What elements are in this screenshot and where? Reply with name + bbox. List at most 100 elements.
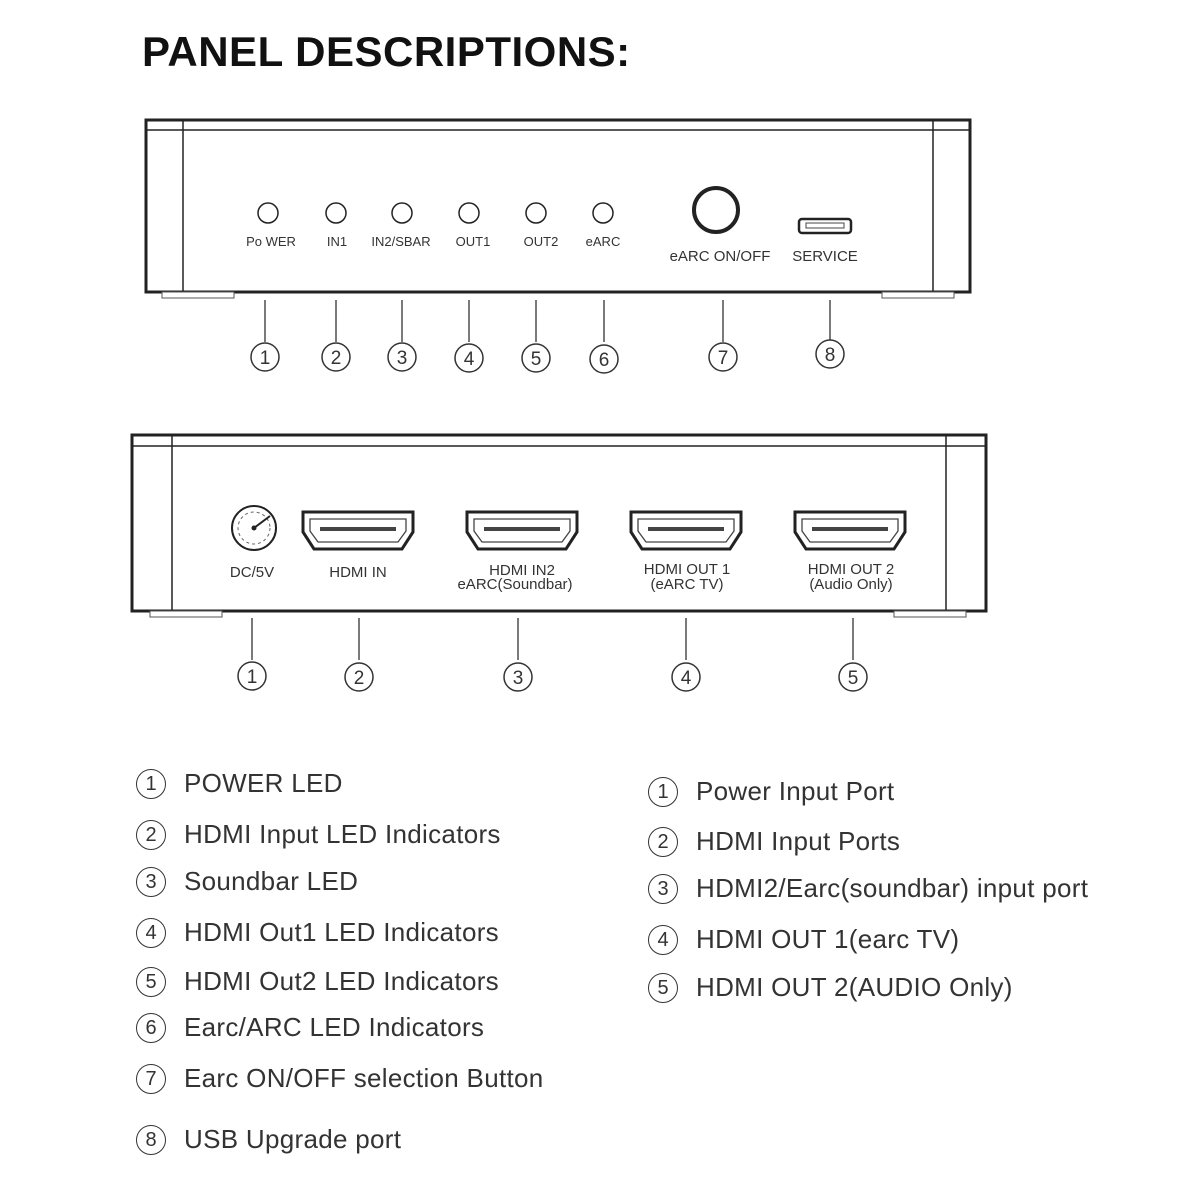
led-label-out1: OUT1 xyxy=(456,234,491,249)
hdmi-in2-port xyxy=(465,510,579,551)
legend-number: 7 xyxy=(136,1063,166,1094)
legend-text: HDMI OUT 2(AUDIO Only) xyxy=(696,972,1013,1002)
earc-button-label: eARC ON/OFF xyxy=(670,248,771,265)
legend-item: 6 Earc/ARC LED Indicators xyxy=(136,1012,484,1043)
legend-item: 2 HDMI Input LED Indicators xyxy=(136,819,501,850)
rear-callout-5: 5 xyxy=(838,662,868,692)
svg-text:1: 1 xyxy=(260,348,271,369)
svg-text:8: 8 xyxy=(825,345,836,366)
legend-item: 2 HDMI Input Ports xyxy=(648,826,900,857)
led-label-out2: OUT2 xyxy=(524,234,559,249)
legend-item: 1 POWER LED xyxy=(136,768,343,799)
rear-callout-3: 3 xyxy=(503,662,533,692)
rear-foot-right xyxy=(893,610,967,618)
legend-item: 7 Earc ON/OFF selection Button xyxy=(136,1063,544,1094)
in1-led xyxy=(325,202,347,224)
legend-text: Soundbar LED xyxy=(184,866,359,896)
svg-text:3: 3 xyxy=(397,348,408,369)
power-led xyxy=(257,202,279,224)
front-callout-7: 7 xyxy=(708,342,738,372)
legend-text: HDMI Out1 LED Indicators xyxy=(184,917,499,947)
rear-panel: DC/5V HDMI IN HDMI IN2 eARC(Soundbar) HD… xyxy=(130,433,988,692)
front-panel-body xyxy=(144,118,972,294)
hdmi-out1-port xyxy=(629,510,743,551)
svg-text:3: 3 xyxy=(513,668,524,689)
legend-item: 1 Power Input Port xyxy=(648,776,894,807)
hdmi-in2-label-2: eARC(Soundbar) xyxy=(457,576,572,593)
svg-text:1: 1 xyxy=(247,667,258,688)
out1-led xyxy=(458,202,480,224)
hdmi-out1-label-2: (eARC TV) xyxy=(650,576,723,593)
led-label-earc: eARC xyxy=(586,234,621,249)
rear-callout-4: 4 xyxy=(671,662,701,692)
rear-callout-1: 1 xyxy=(237,661,267,691)
panel-diagram: Po WER IN1 IN2/SBAR OUT1 OUT2 eARC eARC … xyxy=(130,118,988,692)
svg-text:2: 2 xyxy=(354,668,365,689)
legend-text: HDMI Input Ports xyxy=(696,826,901,856)
legend-number: 1 xyxy=(136,768,166,799)
hdmi-out2-label-2: (Audio Only) xyxy=(809,576,892,593)
hdmi-in-label: HDMI IN xyxy=(329,564,387,581)
legend-item: 3 HDMI2/Earc(soundbar) input port xyxy=(648,873,1088,904)
legend-number: 8 xyxy=(136,1124,166,1155)
legend-number: 3 xyxy=(136,866,166,897)
legend-item: 4 HDMI Out1 LED Indicators xyxy=(136,917,499,948)
front-callout-2: 2 xyxy=(321,342,351,372)
hdmi-in-port xyxy=(301,510,415,551)
front-foot-left xyxy=(161,291,235,299)
legend-text: Power Input Port xyxy=(696,776,895,806)
front-panel: Po WER IN1 IN2/SBAR OUT1 OUT2 eARC eARC … xyxy=(144,118,972,374)
svg-text:4: 4 xyxy=(464,349,475,370)
legend-text: POWER LED xyxy=(184,768,343,798)
legend-text: HDMI2/Earc(soundbar) input port xyxy=(696,873,1089,903)
legend-number: 2 xyxy=(648,826,678,857)
legend-text: Earc/ARC LED Indicators xyxy=(184,1012,485,1042)
legend-number: 1 xyxy=(648,776,678,807)
hdmi-out2-label-1: HDMI OUT 2 xyxy=(808,561,894,578)
usb-service-label: SERVICE xyxy=(792,248,858,265)
led-label-power: Po WER xyxy=(246,234,296,249)
front-foot-right xyxy=(881,291,955,299)
dc-label: DC/5V xyxy=(230,564,274,581)
legend-number: 3 xyxy=(648,873,678,904)
legend-number: 5 xyxy=(136,966,166,997)
hdmi-out2-port xyxy=(793,510,907,551)
hdmi-out1-label-1: HDMI OUT 1 xyxy=(644,561,730,578)
legend-number: 5 xyxy=(648,972,678,1003)
svg-text:7: 7 xyxy=(718,348,729,369)
svg-text:2: 2 xyxy=(331,348,342,369)
legend-item: 5 HDMI Out2 LED Indicators xyxy=(136,966,499,997)
page-title: PANEL DESCRIPTIONS: xyxy=(142,28,631,75)
legend-number: 2 xyxy=(136,819,166,850)
front-callout-4: 4 xyxy=(454,343,484,373)
front-callout-8: 8 xyxy=(815,339,845,369)
legend-text: USB Upgrade port xyxy=(184,1124,402,1154)
legend-text: HDMI Input LED Indicators xyxy=(184,819,501,849)
legend-text: HDMI Out2 LED Indicators xyxy=(184,966,499,996)
svg-text:6: 6 xyxy=(599,350,610,371)
out2-led xyxy=(525,202,547,224)
front-callout-1: 1 xyxy=(250,342,280,372)
legend-number: 6 xyxy=(136,1012,166,1043)
legend-text: Earc ON/OFF selection Button xyxy=(184,1063,544,1093)
legend-text: HDMI OUT 1(earc TV) xyxy=(696,924,960,954)
svg-text:5: 5 xyxy=(531,349,542,370)
hdmi-in2-label-1: HDMI IN2 xyxy=(489,562,555,579)
front-callout-3: 3 xyxy=(387,342,417,372)
legend-item: 3 Soundbar LED xyxy=(136,866,358,897)
legend-item: 8 USB Upgrade port xyxy=(136,1124,401,1155)
rear-callout-2: 2 xyxy=(344,662,374,692)
dc-power-jack xyxy=(231,505,277,551)
legend-number: 4 xyxy=(648,924,678,955)
led-label-in1: IN1 xyxy=(327,234,347,249)
in2-sbar-led xyxy=(391,202,413,224)
earc-onoff-button[interactable] xyxy=(692,186,740,234)
legend-item: 4 HDMI OUT 1(earc TV) xyxy=(648,924,959,955)
svg-text:5: 5 xyxy=(848,668,859,689)
legend-number: 4 xyxy=(136,917,166,948)
legend-item: 5 HDMI OUT 2(AUDIO Only) xyxy=(648,972,1013,1003)
rear-foot-left xyxy=(149,610,223,618)
led-label-in2-sbar: IN2/SBAR xyxy=(371,234,430,249)
svg-text:4: 4 xyxy=(681,668,692,689)
front-callout-5: 5 xyxy=(521,343,551,373)
